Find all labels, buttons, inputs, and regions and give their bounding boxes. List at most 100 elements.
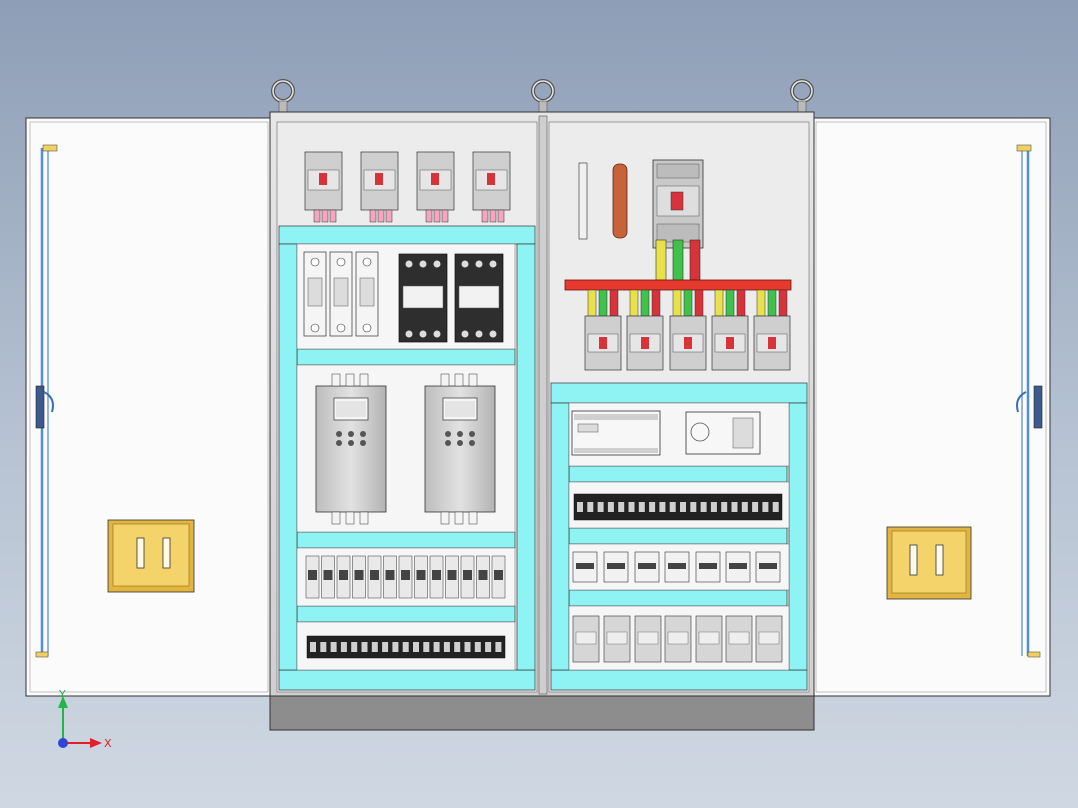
contactor-screw (405, 260, 413, 268)
ground-bar (578, 162, 588, 240)
relay-face (447, 570, 457, 580)
vfd-terminal (454, 373, 464, 387)
lifting-eye-icon (531, 79, 555, 113)
breaker-toggle (599, 337, 607, 349)
phase-wire (694, 289, 704, 317)
mini-breaker-row (572, 551, 781, 583)
vfd-key (469, 440, 475, 446)
vfd-key (348, 440, 354, 446)
fuse-screw (362, 257, 372, 267)
plc-and-psu-row (571, 410, 761, 456)
terminal-screw (464, 642, 471, 652)
terminal-block-row (306, 635, 506, 659)
fuse-holder-row (303, 251, 379, 337)
cyan-rail (296, 605, 516, 623)
cyan-rail (516, 243, 536, 671)
mini-breaker-toggle (729, 563, 747, 569)
vfd-key (445, 440, 451, 446)
fuse-cartridge (307, 277, 323, 307)
terminal-screw (361, 642, 368, 652)
axis-y-label: Y (58, 688, 66, 701)
door-handle-icon[interactable] (886, 526, 972, 600)
phase-wire (778, 289, 788, 317)
phase-wire (672, 289, 682, 317)
terminal-screw (423, 642, 430, 652)
breaker-toggle (684, 337, 692, 349)
phase-wire (598, 289, 608, 317)
terminal-screw (351, 642, 358, 652)
fuse-cartridge (333, 277, 349, 307)
vfd-terminal (345, 511, 355, 525)
terminal-screw (443, 642, 450, 652)
contactor-screw (475, 330, 483, 338)
vfd-key (360, 431, 366, 437)
door-handle-icon[interactable] (107, 519, 195, 593)
phase-wire (629, 289, 639, 317)
vfd-screen (336, 401, 366, 417)
vfd-drive-row (315, 373, 496, 525)
right-terminal-block-row (573, 493, 783, 521)
mini-breaker-toggle (638, 563, 656, 569)
terminal-strip (573, 493, 783, 521)
fuse-screw (362, 323, 372, 333)
breaker-terminal (425, 209, 433, 223)
contactor-screw (419, 330, 427, 338)
relay-face (354, 570, 364, 580)
breaker-terminal (377, 209, 385, 223)
mini-breaker-toggle (576, 563, 594, 569)
relay-face (494, 570, 503, 580)
vfd-key (360, 440, 366, 446)
vfd-terminal (468, 373, 478, 387)
phase-wire (587, 289, 597, 317)
contactor-screw (489, 260, 497, 268)
phase-wire (683, 289, 693, 317)
contactor-screw (461, 260, 469, 268)
lifting-eye-icon (271, 79, 295, 113)
relay-face (463, 570, 472, 580)
breaker-terminal (497, 209, 505, 223)
fuse-screw (310, 257, 320, 267)
cyan-rail (788, 402, 808, 671)
relay-face (339, 570, 348, 580)
branch-breaker-row (584, 289, 791, 371)
fuse-cartridge (359, 277, 375, 307)
mini-breaker-toggle (607, 563, 625, 569)
lifting-eye-icon (790, 79, 814, 113)
vfd-terminal (359, 511, 369, 525)
cyan-rail (568, 465, 788, 483)
terminal-screw (402, 642, 409, 652)
right-door (811, 117, 1051, 697)
breaker-toggle (726, 337, 734, 349)
neutral-copper-bar (612, 163, 628, 239)
phase-wire (609, 289, 619, 317)
terminal-screw (320, 642, 327, 652)
breaker-toggle (768, 337, 776, 349)
breaker-toggle (487, 173, 495, 185)
relay-face (606, 631, 628, 645)
breaker-terminal (385, 209, 393, 223)
contactor-screw (433, 260, 441, 268)
breaker-toggle (319, 173, 327, 185)
phase-wire (725, 289, 735, 317)
breaker-toggle (431, 173, 439, 185)
contactor-row (398, 253, 504, 343)
contactor-screw (405, 330, 413, 338)
cyan-rail (278, 669, 536, 691)
vfd-terminal (331, 511, 341, 525)
vfd-terminal (440, 373, 450, 387)
mini-breaker-toggle (759, 563, 777, 569)
axis-x-label: X (104, 737, 112, 750)
terminal-screw (752, 502, 759, 512)
terminal-screw (577, 502, 583, 512)
terminal-screw (710, 502, 717, 512)
breaker-terminal (441, 209, 449, 223)
vfd-terminal (331, 373, 341, 387)
terminal-screw (454, 642, 461, 652)
fuse-screw (310, 323, 320, 333)
vfd-terminal (345, 373, 355, 387)
relay-face (401, 570, 410, 580)
fuse-screw (336, 257, 346, 267)
relay-face (370, 570, 379, 580)
breaker-terminal (313, 209, 321, 223)
terminal-screw (638, 502, 645, 512)
